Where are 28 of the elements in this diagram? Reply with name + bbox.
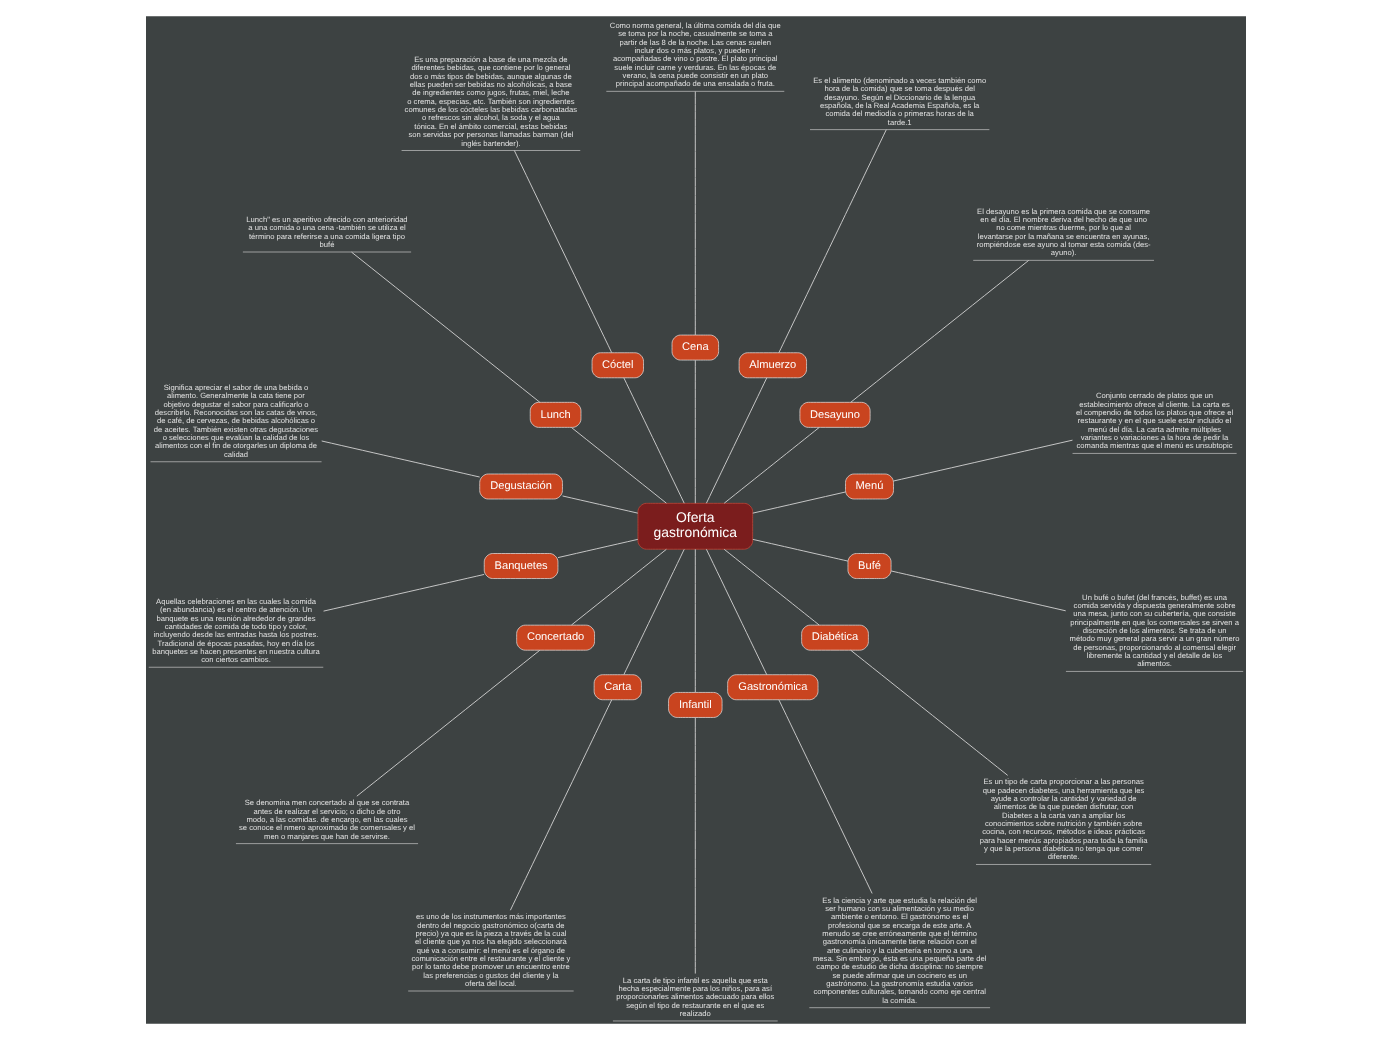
connector [723,427,820,504]
connector [890,570,1067,612]
connector [850,259,1030,403]
connector [351,251,541,403]
connector [562,495,639,514]
connector [323,573,485,612]
connector [623,548,685,676]
connector [752,538,849,562]
connector [321,440,481,478]
connector [356,649,541,797]
connector [623,377,685,504]
connector [705,377,768,504]
connector [694,359,696,504]
connector [513,150,613,354]
connector [509,699,613,911]
connector [752,491,846,514]
connector [778,129,887,354]
connector [694,91,696,336]
connector [705,548,768,676]
connector [850,649,1009,776]
connector [694,717,696,975]
connector [557,538,639,559]
connector [723,548,820,626]
connector [893,439,1073,482]
connector [571,548,667,626]
connector [694,548,696,693]
connector [571,427,667,504]
connector [778,699,873,894]
